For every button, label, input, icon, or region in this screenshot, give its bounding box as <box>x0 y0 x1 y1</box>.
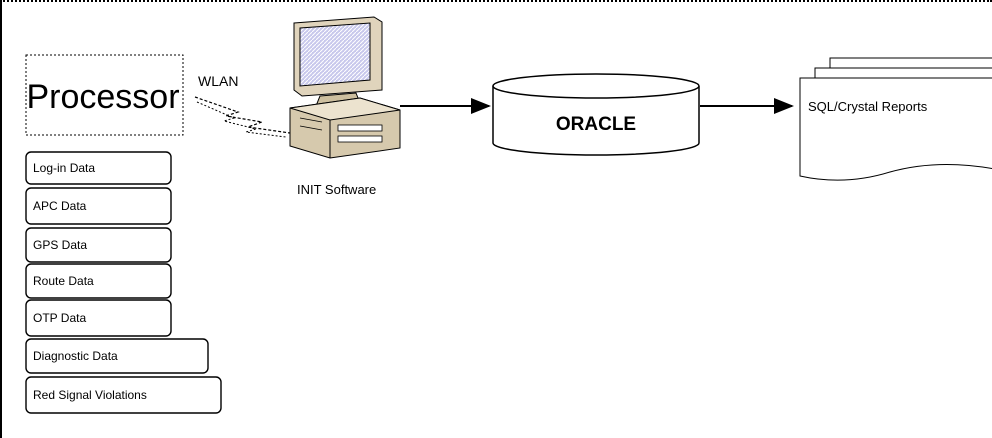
data-item-box <box>25 227 172 263</box>
data-item-label: Route Data <box>33 274 94 288</box>
processor-node: Processor <box>25 54 184 136</box>
wlan-link-icon-2 <box>196 101 287 138</box>
oracle-database: ORACLE <box>492 73 700 156</box>
data-item-diagnostic-data: Diagnostic Data <box>25 338 209 374</box>
reports-document-stack: SQL/Crystal Reports <box>799 57 992 181</box>
data-item-box <box>25 263 172 299</box>
data-item-otp-data: OTP Data <box>25 299 172 337</box>
data-item-route-data: Route Data <box>25 263 172 299</box>
data-item-red-signal-violations: Red Signal Violations <box>25 376 222 414</box>
data-item-box <box>25 376 222 414</box>
data-item-gps-data: GPS Data <box>25 227 172 263</box>
data-item-box <box>25 338 209 374</box>
init-software-label: INIT Software <box>297 182 376 197</box>
data-item-label: Log-in Data <box>33 161 95 175</box>
data-item-label: OTP Data <box>33 311 86 325</box>
data-item-label: APC Data <box>33 199 87 213</box>
processor-label: Processor <box>26 78 179 116</box>
data-item-box <box>25 299 172 337</box>
data-item-apc-data: APC Data <box>25 187 172 225</box>
data-item-label: GPS Data <box>33 238 87 252</box>
reports-label: SQL/Crystal Reports <box>808 99 928 114</box>
computer-icon <box>289 16 401 159</box>
data-item-box <box>25 151 172 185</box>
data-item-label: Red Signal Violations <box>33 388 147 402</box>
wlan-link-icon <box>194 96 291 134</box>
data-item-log-in-data: Log-in Data <box>25 151 172 185</box>
wlan-label: WLAN <box>198 73 238 89</box>
data-item-box <box>25 187 172 225</box>
data-item-label: Diagnostic Data <box>33 349 118 363</box>
oracle-label: ORACLE <box>556 114 636 135</box>
